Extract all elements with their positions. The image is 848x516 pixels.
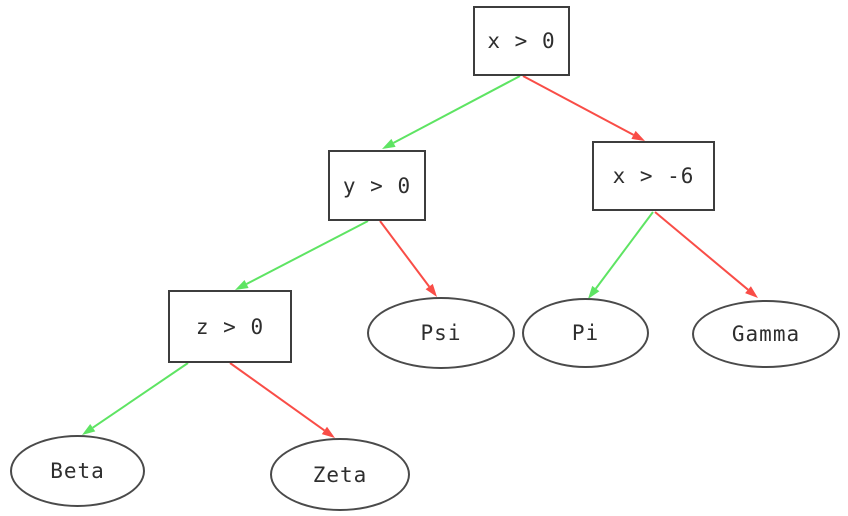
edge-root-to-x6 [522, 75, 645, 141]
node-label: Psi [420, 321, 462, 345]
decision-node-y: y > 0 [328, 150, 426, 221]
node-label: x > -6 [612, 164, 695, 188]
arrowhead-icon [235, 280, 249, 290]
node-label: Gamma [731, 322, 801, 346]
edge-x6-to-pi [588, 211, 654, 299]
edge-y-to-psi [379, 220, 437, 297]
node-label: Pi [571, 321, 600, 345]
arrowhead-icon [425, 283, 437, 297]
arrowhead-icon [588, 285, 600, 299]
edge-z-to-beta [82, 362, 189, 435]
edge-x6-to-gamma [654, 211, 758, 298]
decision-node-z: z > 0 [168, 290, 292, 363]
edge-root-to-y [382, 75, 521, 149]
arrowhead-icon [321, 426, 335, 438]
node-label: x > 0 [487, 29, 556, 53]
leaf-node-gamma: Gamma [692, 300, 840, 368]
edge-y-to-z [235, 220, 369, 290]
leaf-node-pi: Pi [522, 298, 649, 368]
leaf-node-zeta: Zeta [270, 438, 410, 511]
arrowhead-icon [82, 424, 96, 435]
node-label: z > 0 [195, 314, 265, 339]
node-label: Beta [50, 459, 105, 483]
node-label: y > 0 [342, 173, 412, 198]
leaf-node-beta: Beta [10, 435, 145, 507]
decision-node-root: x > 0 [473, 6, 570, 76]
arrowhead-icon [745, 286, 758, 298]
edge-z-to-zeta [229, 362, 335, 438]
decision-node-x6: x > -6 [592, 141, 715, 211]
leaf-node-psi: Psi [367, 297, 515, 369]
node-label: Zeta [312, 462, 368, 487]
arrowhead-icon [382, 138, 396, 149]
arrowhead-icon [631, 130, 645, 141]
